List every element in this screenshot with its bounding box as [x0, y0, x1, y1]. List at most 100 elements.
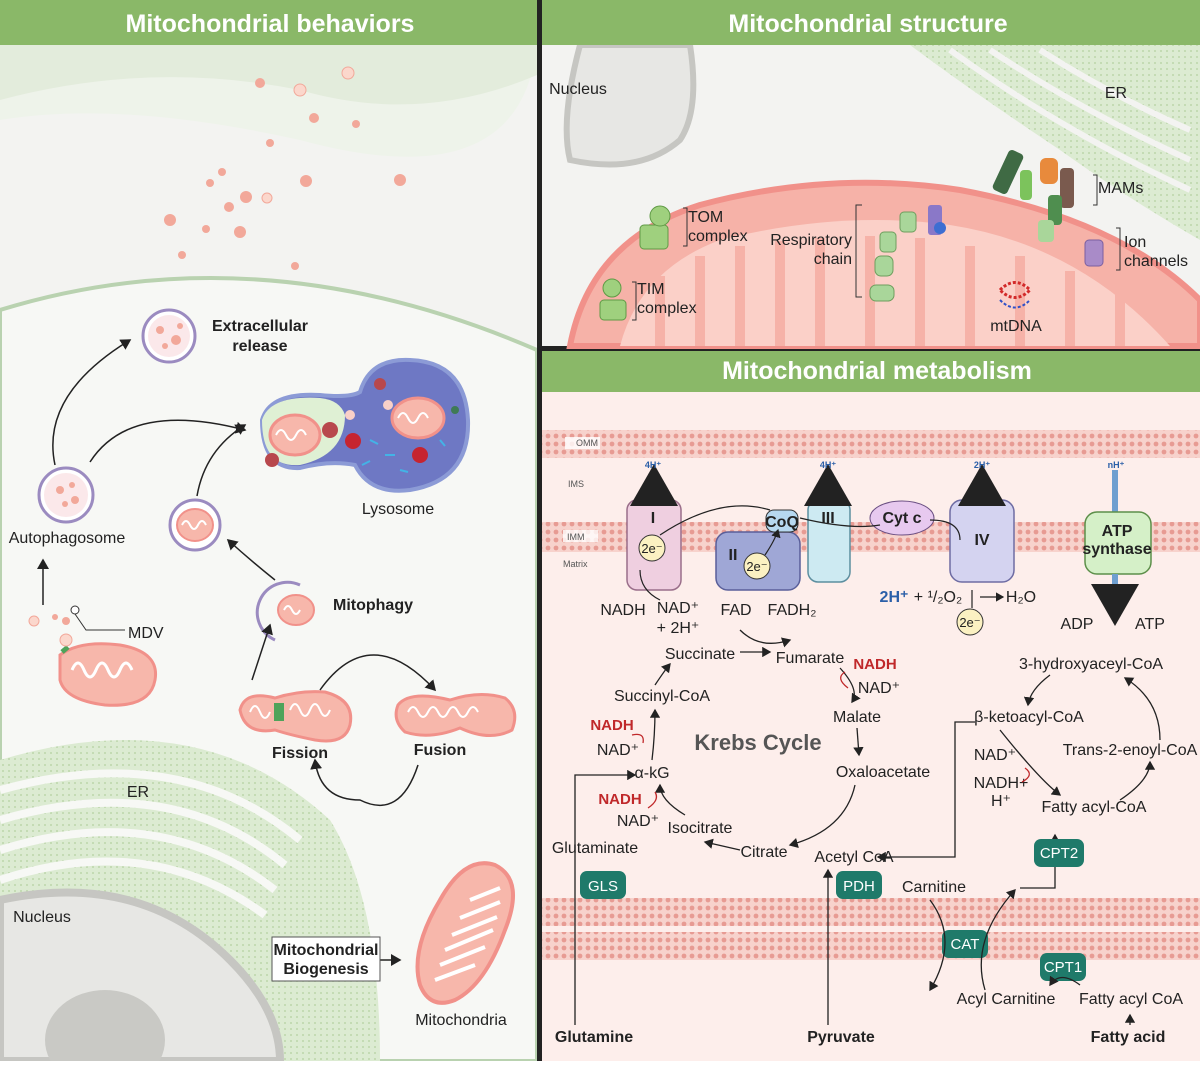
behaviors-er-label: ER — [127, 784, 149, 801]
extracellular-vesicle — [141, 308, 197, 364]
fatty-acyl-coa2-label: Fatty acyl-CoA — [1042, 799, 1147, 816]
atp-pump: nH⁺ — [1108, 460, 1125, 470]
citrate-label: Citrate — [740, 844, 787, 861]
complex-iv-pump: 2H⁺ — [974, 460, 991, 470]
omm-label: OMM — [576, 438, 598, 448]
glutaminate-label: Glutaminate — [552, 840, 638, 857]
structure-panel: Mitochondrial structure Nucleus ER — [542, 0, 1200, 349]
fad-label: FAD — [720, 602, 751, 619]
h-plus-label: H⁺ — [991, 793, 1011, 810]
ketoacyl-label: β-ketoacyl-CoA — [974, 709, 1084, 726]
electron-iv — [956, 608, 984, 636]
metabolism-panel: Mitochondrial metabolism OMM IMS IMM Mat… — [542, 351, 1200, 1061]
krebs-title: Krebs Cycle — [694, 730, 821, 755]
pyruvate-label: Pyruvate — [807, 1029, 875, 1046]
etc-lines — [639, 505, 1005, 608]
nadh-etc: NADH — [600, 602, 645, 619]
mitophagy-label: Mitophagy — [333, 597, 413, 614]
fusion-label: Fusion — [414, 742, 466, 759]
pdh-label: PDH — [843, 878, 875, 895]
behaviors-panel: Mitochondrial behaviors Extracellular re… — [0, 0, 539, 1066]
biogenesis-line2: Biogenesis — [283, 961, 368, 978]
tom-label-1: TOM — [688, 209, 723, 226]
o2-rest: + ¹/₂O₂ — [914, 589, 962, 606]
complex-i-label: I — [651, 510, 655, 527]
pdh-enzyme — [836, 871, 882, 899]
complex-iii — [804, 464, 852, 583]
atp-synthase-label-2: synthase — [1082, 541, 1151, 558]
behaviors-title: Mitochondrial behaviors — [126, 10, 415, 38]
nadh-akg: NADH — [598, 791, 641, 808]
glutamine-label: Glutamine — [555, 1029, 633, 1046]
mdv-label: MDV — [128, 625, 164, 642]
nad-akg: NAD⁺ — [617, 813, 659, 830]
lysosome-shape — [259, 357, 471, 493]
matrix-label: Matrix — [563, 559, 588, 569]
cpt1-enzyme — [1040, 953, 1086, 981]
tim-label-2: complex — [637, 300, 697, 317]
extracellular-release-line1: Extracellular — [212, 318, 308, 335]
mitochondria-label: Mitochondria — [415, 1012, 507, 1029]
mtdna-label: mtDNA — [990, 318, 1042, 335]
nad-fumarate: NAD⁺ — [858, 680, 900, 697]
structure-nucleus-label: Nucleus — [549, 81, 607, 98]
biogenesis-box — [271, 936, 381, 982]
complex-i-pump: 4H⁺ — [645, 460, 662, 470]
tom-label-2: complex — [688, 228, 748, 245]
nadh-fumarate: NADH — [853, 656, 896, 673]
cytc-protein — [869, 500, 935, 536]
nadh-beta-curl — [1021, 767, 1030, 783]
cpt2-enzyme — [1034, 839, 1084, 867]
beta-oxidation-arrows — [999, 674, 1161, 801]
new-mitochondria — [415, 861, 515, 1005]
lower-omm-membrane — [542, 898, 1200, 926]
imm-label: IMM — [567, 532, 585, 542]
electron-ii — [743, 552, 771, 580]
gls-enzyme — [580, 871, 626, 899]
nad-etc: NAD⁺ — [657, 600, 699, 617]
ims-label: IMS — [568, 479, 584, 489]
isocitrate-label: Isocitrate — [668, 820, 733, 837]
coq-molecule — [765, 509, 799, 533]
ion-label-1: Ion — [1124, 234, 1146, 251]
electron-i-label: 2e⁻ — [641, 541, 662, 556]
cpt1-label: CPT1 — [1044, 959, 1082, 976]
nad-succinyl: NAD⁺ — [597, 742, 639, 759]
acyl-carnitine-label: Acyl Carnitine — [957, 991, 1056, 1008]
lysosome-label: Lysosome — [362, 501, 434, 518]
complex-iv — [949, 464, 1015, 583]
mams-label: MAMs — [1098, 180, 1143, 197]
behaviors-nucleus-label: Nucleus — [13, 909, 71, 926]
cpt2-label: CPT2 — [1040, 845, 1078, 862]
oxaloacetate-label: Oxaloacetate — [836, 764, 930, 781]
succinyl-coa-label: Succinyl-CoA — [614, 688, 710, 705]
mdv-mito — [28, 605, 158, 707]
extracellular-release-line2: release — [232, 338, 287, 355]
fission-mito — [238, 690, 353, 743]
nadh-curl-arrows — [631, 671, 849, 809]
nadh-succinyl: NADH — [590, 717, 633, 734]
coq-label: CoQ — [765, 514, 799, 531]
structure-brackets — [632, 174, 1121, 321]
membrane-proteins — [599, 149, 1104, 321]
fatty-acid-label: Fatty acid — [1091, 1029, 1166, 1046]
akg-label: α-kG — [634, 765, 669, 782]
mitophagosome — [168, 498, 222, 552]
autophagosome — [37, 466, 95, 524]
omm-membrane — [542, 430, 1200, 458]
adp-label: ADP — [1061, 616, 1094, 633]
released-vesicles — [164, 66, 406, 270]
lower-imm-membrane — [542, 932, 1200, 960]
electron-iv-label: 2e⁻ — [959, 615, 980, 630]
ion-label-2: channels — [1124, 253, 1188, 270]
structure-er-label: ER — [1105, 85, 1127, 102]
metabolism-title: Mitochondrial metabolism — [722, 357, 1032, 385]
hydroxyacyl-label: 3-hydroxyaceyl-CoA — [1019, 656, 1163, 673]
tim-label-1: TIM — [637, 281, 665, 298]
h2o-label: H₂O — [1006, 589, 1036, 606]
electron-i — [638, 534, 666, 562]
succinate-label: Succinate — [665, 646, 735, 663]
fadh2-label: FADH₂ — [768, 602, 817, 619]
structure-header — [542, 0, 1200, 45]
